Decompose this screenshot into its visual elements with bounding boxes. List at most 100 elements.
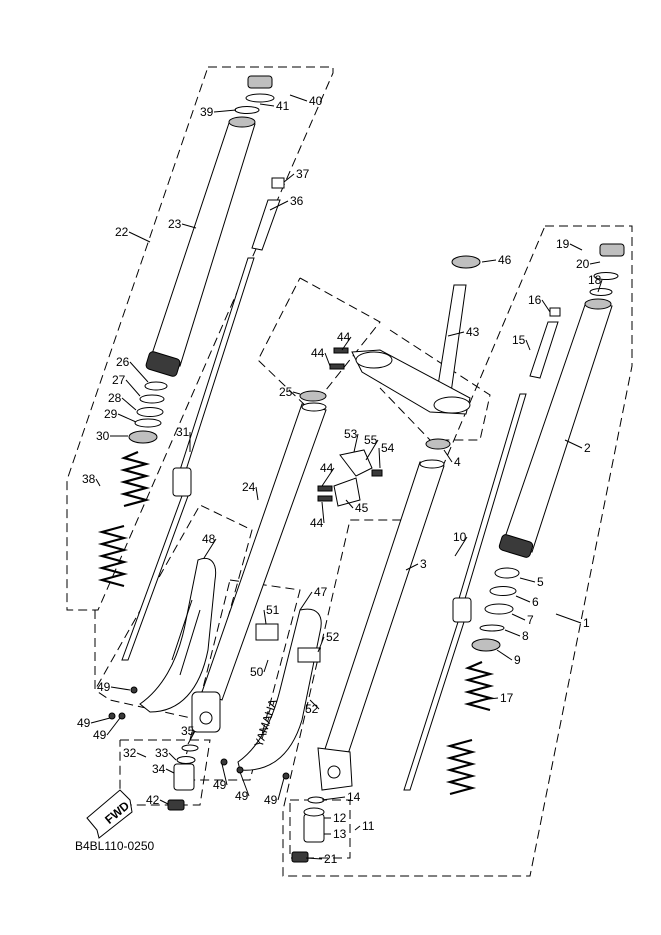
part-label-31: 31 [176,425,190,439]
part-label-6: 6 [532,595,539,609]
part-label-50: 50 [250,665,264,679]
part-label-46: 46 [498,253,512,267]
outer-tube-2-seal [498,534,534,558]
part-label-49: 49 [213,778,227,792]
o-ring-12 [303,807,325,817]
fork-guard-47: YAMAHA [237,608,322,771]
washer-35 [181,744,199,752]
part-label-13: 13 [333,827,347,841]
spring-17 [445,660,495,796]
base-valve-13 [303,813,325,843]
part-label-9: 9 [514,653,521,667]
guard-ribs [171,599,201,676]
seal-27 [139,394,165,404]
screw-49-b [108,712,116,720]
leader-line-49 [110,686,131,691]
leader-line-47 [299,591,313,611]
part-label-4: 4 [454,455,461,469]
part-label-51: 51 [266,603,280,617]
bolt-44-b [329,363,345,370]
part-label-18: 18 [588,273,602,287]
part-label-36: 36 [290,194,304,208]
part-36 [251,199,281,251]
clip-28 [136,407,164,417]
part-label-34: 34 [152,762,166,776]
leader-line-17 [479,697,499,701]
part-label-5: 5 [537,575,544,589]
leader-line-14 [321,796,346,801]
part-label-2: 2 [584,441,591,455]
leader-line-24 [255,486,259,501]
washer-5 [494,567,520,579]
leader-line-27 [125,379,141,397]
part-label-1: 1 [583,616,590,630]
part-label-32: 32 [123,746,137,760]
part-label-10: 10 [453,530,467,544]
leader-line-48 [203,538,217,559]
part-labels: 1234567891011121314151617181920212223242… [77,94,602,866]
leader-line-43 [447,331,465,337]
part-label-43: 43 [466,325,480,339]
screw-49-f [282,772,290,780]
screw-49-d [220,758,228,766]
o-ring-33 [176,756,196,764]
fwd-arrow-icon: FWD [86,789,133,839]
screw-54 [371,469,383,477]
leader-line-44 [341,336,352,351]
diagram-code: B4BL110-0250 [75,839,155,853]
part-label-44: 44 [337,330,351,344]
washer-8 [479,624,505,632]
leader-line-35 [187,730,196,745]
leader-line-41 [259,103,275,107]
leader-line-10 [454,536,468,557]
spring-38 [97,450,151,588]
leader-line-29 [117,413,137,423]
cap-bolt-19 [599,243,625,257]
part-label-47: 47 [314,585,328,599]
leader-line-5 [519,577,536,583]
part-label-35: 35 [181,724,195,738]
bolt-44-a [333,347,349,354]
part-label-16: 16 [528,293,542,307]
part-label-25: 25 [279,385,293,399]
o-ring-20 [593,272,619,280]
screw-49-c [118,712,126,720]
part-label-8: 8 [522,629,529,643]
leader-line-39 [213,109,237,113]
bushing-30 [128,430,158,444]
part-label-19: 19 [556,237,570,251]
o-ring-41 [245,93,275,103]
leader-line-40 [289,94,308,102]
leader-line-49 [106,717,121,736]
part-label-21: 21 [324,852,338,866]
nut-46 [451,255,481,269]
leader-line-16 [541,299,551,313]
bracket-clamp-right [433,396,471,414]
lower-rod-10 [403,621,465,791]
leader-line-49 [239,771,250,797]
part-label-49: 49 [93,728,107,742]
leader-lines [90,94,603,860]
o-ring-39 [234,106,260,114]
bolt-44-d [317,495,333,502]
bracket-52 [297,647,321,663]
part-label-24: 24 [242,480,256,494]
bushing-9 [471,638,501,652]
fork-guard-48 [139,557,217,713]
part-label-22: 22 [115,225,129,239]
part-label-54: 54 [381,441,395,455]
base-valve-34 [173,763,195,791]
leader-line-34 [165,768,175,774]
leader-line-4 [443,449,453,463]
leader-line-51 [263,609,267,625]
leader-line-45 [345,499,354,509]
leader-line-33 [168,752,177,761]
leader-line-1 [555,613,582,624]
part-label-33: 33 [155,746,169,760]
leader-line-8 [504,629,521,637]
leader-line-53 [353,433,359,453]
clip-7 [484,603,514,615]
steering-stem [317,255,481,507]
part-label-41: 41 [276,99,290,113]
leader-line-19 [569,243,583,251]
